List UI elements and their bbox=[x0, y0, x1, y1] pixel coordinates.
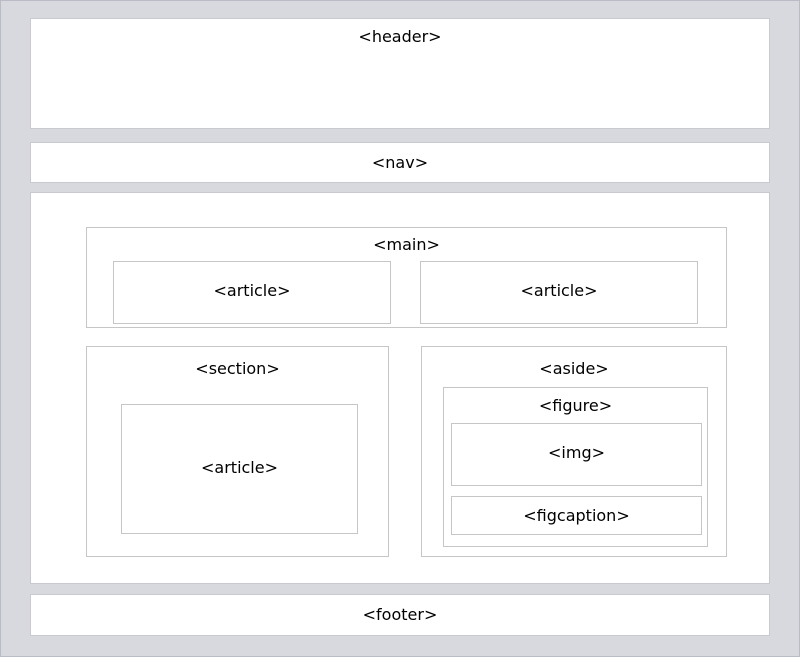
main-label: <main> bbox=[373, 235, 440, 254]
section-label: <section> bbox=[195, 359, 280, 378]
figure-label: <figure> bbox=[538, 396, 613, 415]
article-label: <article> bbox=[520, 281, 598, 300]
section-article: <article> bbox=[121, 404, 358, 534]
footer-region: <footer> bbox=[30, 594, 770, 636]
main-region: <main> <article> <article> bbox=[86, 227, 727, 328]
figcaption-region: <figcaption> bbox=[451, 496, 702, 535]
article-label: <article> bbox=[201, 458, 278, 477]
figure-region: <figure> <img> <figcaption> bbox=[443, 387, 708, 547]
figcaption-label: <figcaption> bbox=[523, 506, 630, 525]
body-container: <main> <article> <article> <section> <ar… bbox=[30, 192, 770, 584]
nav-label: <nav> bbox=[371, 153, 429, 172]
nav-region: <nav> bbox=[30, 142, 770, 183]
section-region: <section> <article> bbox=[86, 346, 389, 557]
img-placeholder: <img> bbox=[451, 423, 702, 486]
footer-label: <footer> bbox=[362, 605, 438, 624]
main-article-2: <article> bbox=[420, 261, 698, 324]
aside-label: <aside> bbox=[539, 359, 609, 378]
aside-region: <aside> <figure> <img> <figcaption> bbox=[421, 346, 727, 557]
main-article-1: <article> bbox=[113, 261, 391, 324]
img-label: <img> bbox=[548, 443, 605, 462]
article-label: <article> bbox=[213, 281, 291, 300]
header-region: <header> bbox=[30, 18, 770, 129]
header-label: <header> bbox=[358, 27, 442, 46]
